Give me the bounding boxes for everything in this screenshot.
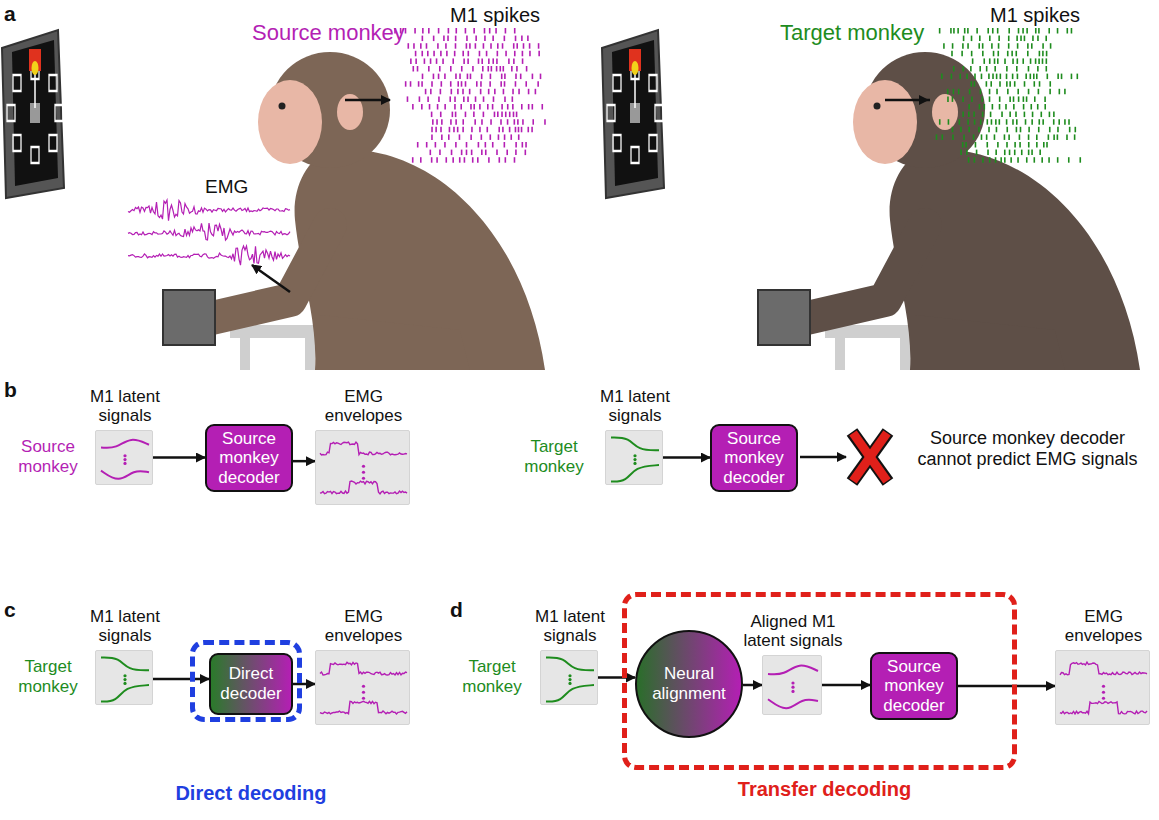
emg-arrow: [252, 265, 290, 292]
recording-arrow: [928, 99, 930, 102]
caption-label: Target monkey: [780, 20, 924, 45]
monitor: [2, 30, 64, 198]
spike-raster: [395, 28, 545, 163]
monitor: [602, 30, 664, 198]
node-text: Neural alignment: [646, 664, 732, 703]
caption-label: Source monkey: [252, 20, 405, 45]
signal-heading: M1 latent signals: [68, 607, 183, 646]
monkey: [758, 52, 1140, 370]
signal-arrow: [663, 456, 710, 459]
signal-arrow: [153, 456, 205, 459]
caption-label: M1 spikes: [450, 4, 540, 27]
signal-heading: M1 latent signals: [68, 387, 183, 426]
caption-label: Target monkey: [450, 657, 534, 696]
signal-trace: [541, 651, 599, 706]
signal-panel: M1 latent signals: [95, 430, 153, 485]
signal-panel: EMG envelopes: [315, 650, 410, 725]
signal-trace: [96, 431, 154, 486]
signal-trace: [763, 656, 823, 716]
red-cross: [852, 432, 888, 482]
signal-arrow: [743, 684, 762, 687]
signal-heading: EMG envelopes: [316, 607, 411, 646]
recording-arrow: [345, 99, 390, 102]
signal-heading: M1 latent signals: [513, 607, 628, 646]
group-heading: Transfer decoding: [725, 778, 925, 801]
group-box: Direct decodingDirect decoder: [190, 640, 302, 722]
failed-arrow: [800, 456, 846, 459]
panel-letter: d: [450, 598, 463, 622]
node-text: Source monkey decoder: [209, 429, 289, 488]
recording-arrow: [885, 99, 928, 102]
signal-panel: Aligned M1 latent signals: [762, 655, 822, 715]
node-text: Direct decoder: [213, 664, 289, 703]
alignment-circle: Neural alignment: [635, 630, 743, 738]
panel-letter: c: [4, 598, 16, 622]
signal-arrow: [293, 683, 315, 686]
decoder-box: Source monkey decoder: [870, 652, 958, 721]
group-box: Transfer decodingNeural alignmentAligned…: [622, 592, 1017, 770]
decoder-box: Direct decoder: [209, 653, 293, 715]
signal-panel: M1 latent signals: [540, 650, 598, 705]
signal-trace: [606, 431, 664, 486]
signal-heading: EMG envelopes: [1056, 607, 1151, 646]
group-heading: Direct decoding: [166, 782, 336, 805]
signal-panel: M1 latent signals: [605, 430, 663, 485]
signal-trace: [316, 651, 411, 726]
signal-heading: Aligned M1 latent signals: [731, 612, 856, 651]
node-text: Source monkey decoder: [874, 657, 954, 716]
signal-arrow: [598, 676, 635, 679]
signal-heading: EMG envelopes: [316, 387, 411, 426]
caption-label: Target monkey: [8, 657, 88, 696]
panel-letter: a: [4, 2, 16, 26]
spike-raster: [936, 28, 1080, 163]
signal-arrow: [822, 684, 870, 687]
caption-label: Source monkey decoder cannot predict EMG…: [905, 428, 1150, 469]
signal-panel: M1 latent signals: [95, 650, 153, 705]
signal-trace: [96, 651, 154, 706]
signal-panel: EMG envelopes: [1055, 650, 1150, 725]
signal-arrow: [293, 460, 315, 463]
panel-letter: b: [4, 378, 17, 402]
node-text: Source monkey decoder: [714, 429, 794, 488]
caption-label: EMG: [205, 176, 248, 198]
monkey: [163, 52, 545, 370]
signal-arrow: [958, 685, 1055, 688]
caption-label: Target monkey: [512, 437, 596, 476]
signal-trace: [1056, 651, 1151, 726]
emg-traces: [128, 200, 290, 265]
signal-arrow: [153, 678, 209, 681]
caption-label: M1 spikes: [990, 4, 1080, 27]
signal-panel: EMG envelopes: [315, 430, 410, 505]
caption-label: Source monkey: [8, 437, 88, 476]
signal-heading: M1 latent signals: [578, 387, 693, 426]
decoder-box: Source monkey decoder: [710, 424, 798, 493]
decoder-box: Source monkey decoder: [205, 424, 293, 493]
signal-trace: [316, 431, 411, 506]
